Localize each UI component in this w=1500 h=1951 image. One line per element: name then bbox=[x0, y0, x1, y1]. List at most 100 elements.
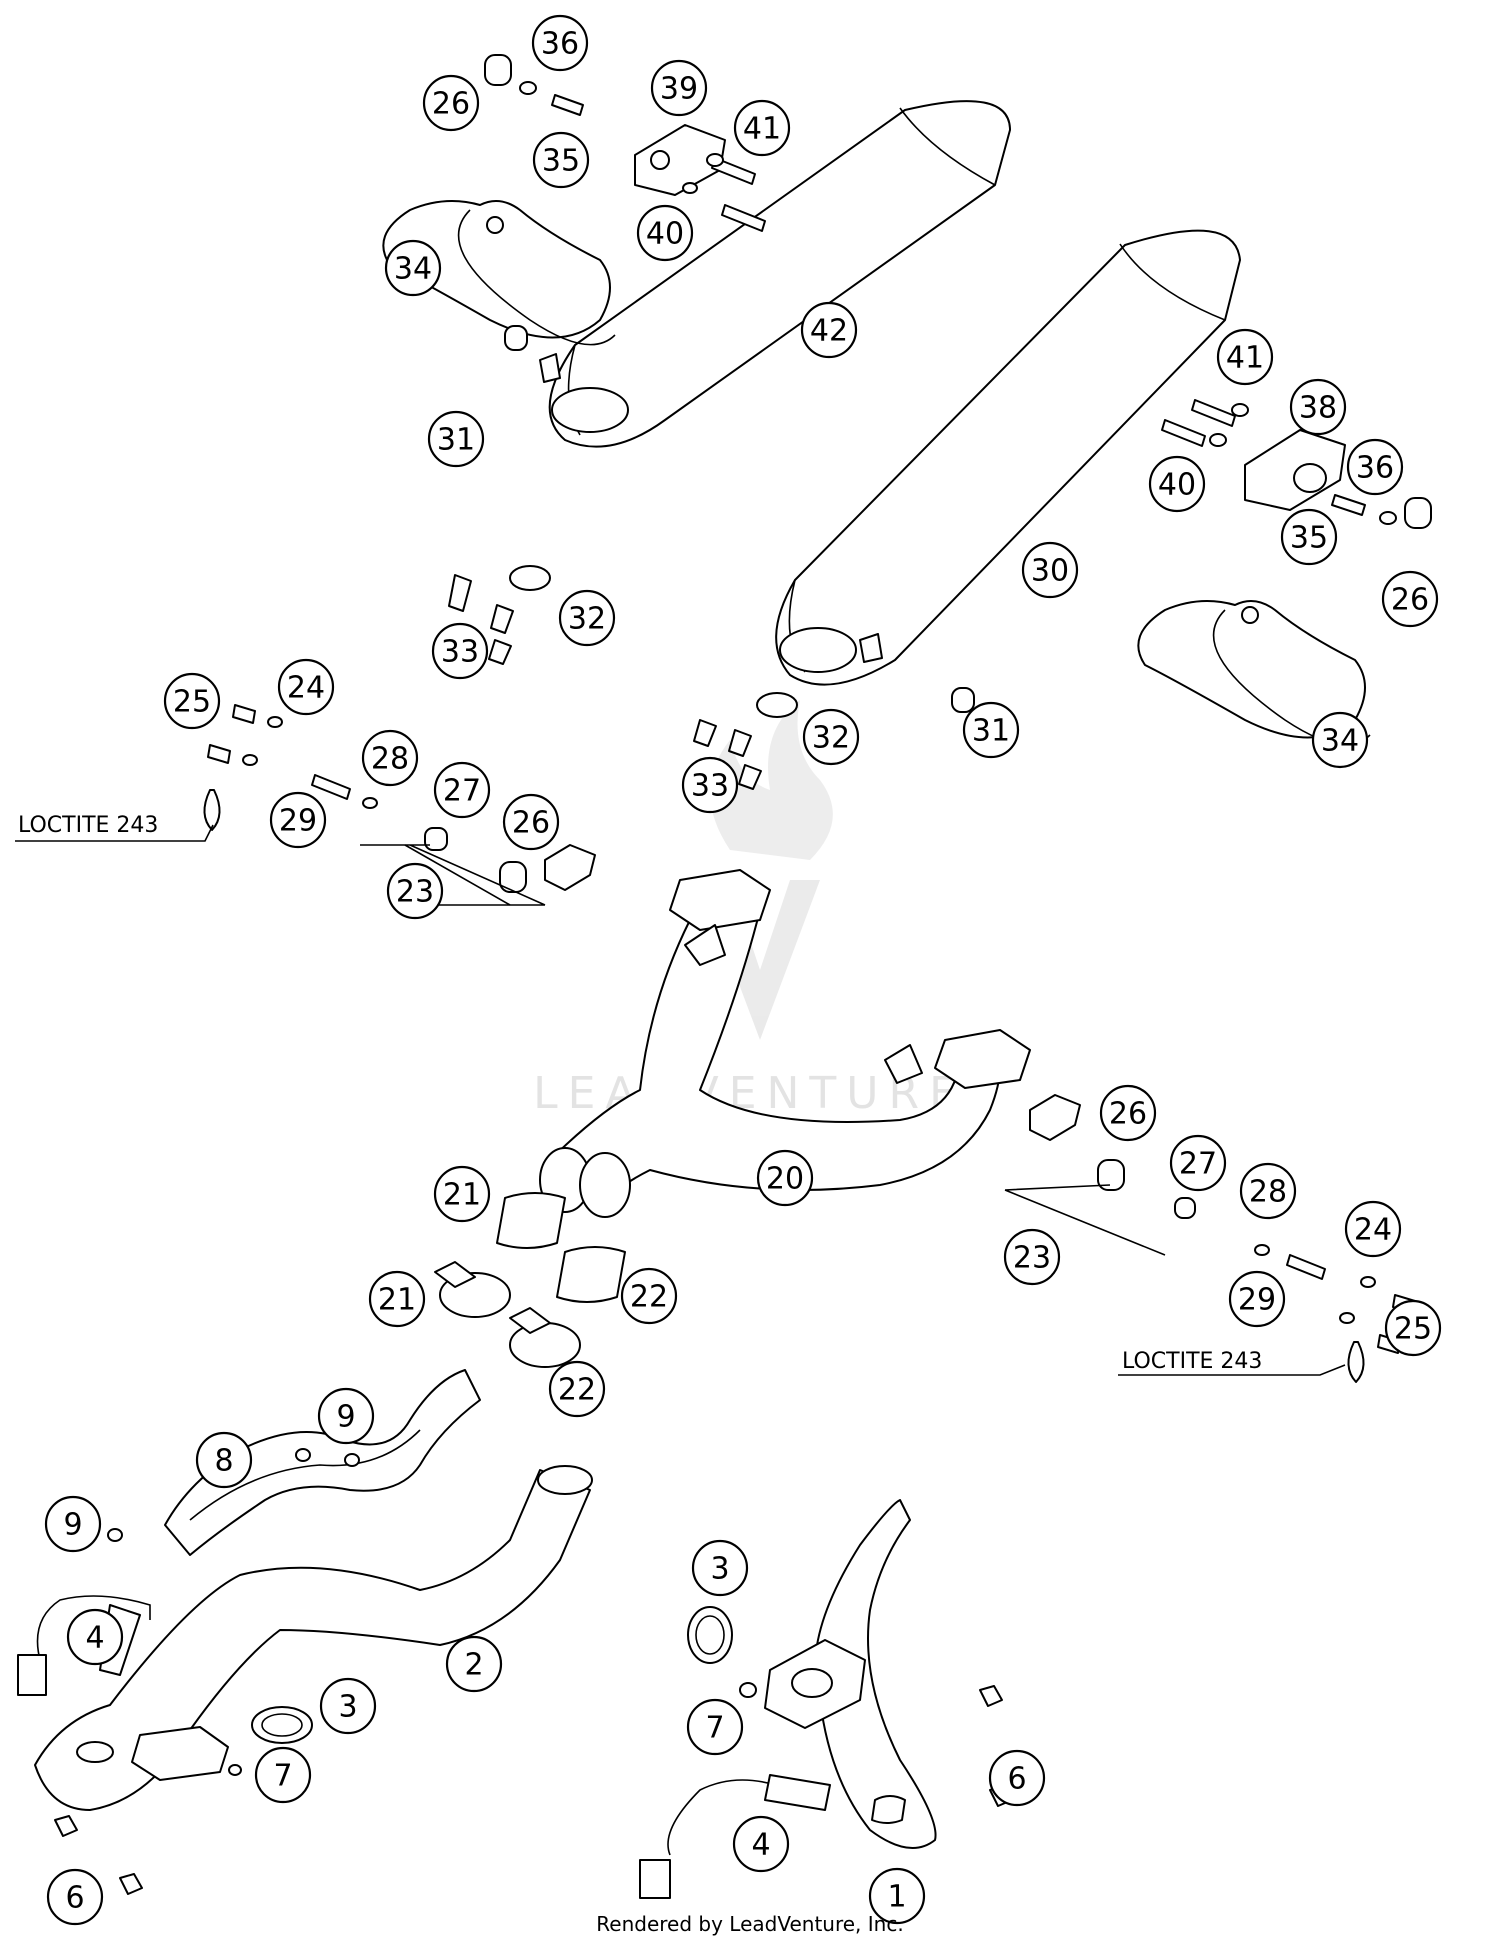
callout-circle bbox=[1003, 1228, 1061, 1286]
callout-41: 41 bbox=[1216, 328, 1274, 386]
callout-34: 34 bbox=[1311, 711, 1369, 769]
callout-22: 22 bbox=[620, 1267, 678, 1325]
callout-circle bbox=[1384, 1299, 1442, 1357]
callout-29: 29 bbox=[1228, 1270, 1286, 1328]
callout-7: 7 bbox=[686, 1698, 744, 1756]
callout-circle bbox=[277, 658, 335, 716]
callout-29: 29 bbox=[269, 791, 327, 849]
callout-label: 3 bbox=[338, 1690, 357, 1725]
callout-label: 34 bbox=[394, 252, 432, 287]
callout-label: 29 bbox=[279, 804, 317, 839]
callout-32: 32 bbox=[802, 708, 860, 766]
callout-label: 36 bbox=[541, 27, 579, 62]
muffler-30 bbox=[775, 229, 1241, 686]
callout-label: 42 bbox=[810, 314, 848, 349]
callout-25: 25 bbox=[163, 672, 221, 730]
callout-25: 25 bbox=[1384, 1299, 1442, 1357]
callout-label: 21 bbox=[443, 1178, 481, 1213]
callout-circle bbox=[1021, 541, 1079, 599]
callout-27: 27 bbox=[1169, 1134, 1227, 1192]
callout-28: 28 bbox=[361, 729, 419, 787]
callout-3: 3 bbox=[319, 1677, 377, 1735]
callout-6: 6 bbox=[988, 1749, 1046, 1807]
callout-label: 41 bbox=[1226, 341, 1264, 376]
callout-circle bbox=[988, 1749, 1046, 1807]
callout-label: 35 bbox=[1290, 521, 1328, 556]
callout-label: 40 bbox=[646, 217, 684, 252]
callout-4: 4 bbox=[66, 1608, 124, 1666]
callout-circle bbox=[802, 708, 860, 766]
callout-label: 4 bbox=[751, 1828, 770, 1863]
callout-label: 31 bbox=[437, 423, 475, 458]
callout-label: 26 bbox=[1391, 583, 1429, 618]
callout-3: 3 bbox=[691, 1539, 749, 1597]
callout-label: 25 bbox=[173, 685, 211, 720]
hose-clamp-22-left bbox=[434, 1261, 511, 1318]
callout-42: 42 bbox=[800, 301, 858, 359]
callout-39: 39 bbox=[650, 59, 708, 117]
callout-label: 32 bbox=[812, 721, 850, 756]
callout-circle bbox=[1099, 1084, 1157, 1142]
callout-26: 26 bbox=[1381, 570, 1439, 628]
callout-circle bbox=[422, 74, 480, 132]
callout-circle bbox=[368, 1270, 426, 1328]
callout-33: 33 bbox=[681, 756, 739, 814]
callout-21: 21 bbox=[433, 1165, 491, 1223]
callout-34: 34 bbox=[384, 239, 442, 297]
callout-circle bbox=[1239, 1162, 1297, 1220]
oxygen-sensor-4-right bbox=[639, 1774, 831, 1899]
callout-circle bbox=[1216, 328, 1274, 386]
callout-label: 7 bbox=[705, 1711, 724, 1746]
callout-30: 30 bbox=[1021, 541, 1079, 599]
manifold-pipe-2 bbox=[34, 1465, 593, 1811]
callout-label: 25 bbox=[1394, 1312, 1432, 1347]
callout-40: 40 bbox=[1148, 455, 1206, 513]
callout-label: 29 bbox=[1238, 1283, 1276, 1318]
callout-label: 30 bbox=[1031, 554, 1069, 589]
callout-label: 24 bbox=[1354, 1213, 1392, 1248]
callout-32: 32 bbox=[558, 589, 616, 647]
callout-circle bbox=[1148, 455, 1206, 513]
callout-circle bbox=[1381, 570, 1439, 628]
callout-circle bbox=[269, 791, 327, 849]
callout-circle bbox=[548, 1360, 606, 1418]
callout-label: 26 bbox=[512, 806, 550, 841]
callout-label: 23 bbox=[396, 875, 434, 910]
callout-31: 31 bbox=[427, 410, 485, 468]
callout-4: 4 bbox=[732, 1815, 790, 1873]
heat-shield-8 bbox=[164, 1369, 481, 1556]
callout-label: 9 bbox=[63, 1508, 82, 1543]
callout-label: 28 bbox=[371, 742, 409, 777]
callout-label: 33 bbox=[691, 769, 729, 804]
callout-26: 26 bbox=[1099, 1084, 1157, 1142]
callout-circle bbox=[636, 204, 694, 262]
gasket-3-right bbox=[687, 1606, 733, 1664]
callout-circle bbox=[427, 410, 485, 468]
callout-circle bbox=[433, 1165, 491, 1223]
callout-6: 6 bbox=[46, 1868, 104, 1926]
callout-label: 4 bbox=[85, 1621, 104, 1656]
callout-label: 36 bbox=[1356, 451, 1394, 486]
callout-27: 27 bbox=[433, 761, 491, 819]
callout-label: 40 bbox=[1158, 468, 1196, 503]
callout-35: 35 bbox=[532, 131, 590, 189]
callout-circle bbox=[558, 589, 616, 647]
loctite-note-right: LOCTITE 243 bbox=[1122, 1349, 1262, 1374]
callout-circle bbox=[1311, 711, 1369, 769]
callout-circle bbox=[962, 701, 1020, 759]
sleeve-21-right bbox=[556, 1246, 626, 1303]
callout-circle bbox=[384, 239, 442, 297]
callout-1: 1 bbox=[868, 1867, 926, 1925]
callout-20: 20 bbox=[756, 1149, 814, 1207]
callout-label: 41 bbox=[743, 112, 781, 147]
callout-circle bbox=[431, 622, 489, 680]
header-pipe-20 bbox=[539, 869, 1031, 1218]
callout-label: 21 bbox=[378, 1283, 416, 1318]
callout-label: 31 bbox=[972, 714, 1010, 749]
callout-label: 22 bbox=[630, 1280, 668, 1315]
callout-28: 28 bbox=[1239, 1162, 1297, 1220]
gasket-3-left bbox=[251, 1706, 313, 1744]
callout-label: 28 bbox=[1249, 1175, 1287, 1210]
